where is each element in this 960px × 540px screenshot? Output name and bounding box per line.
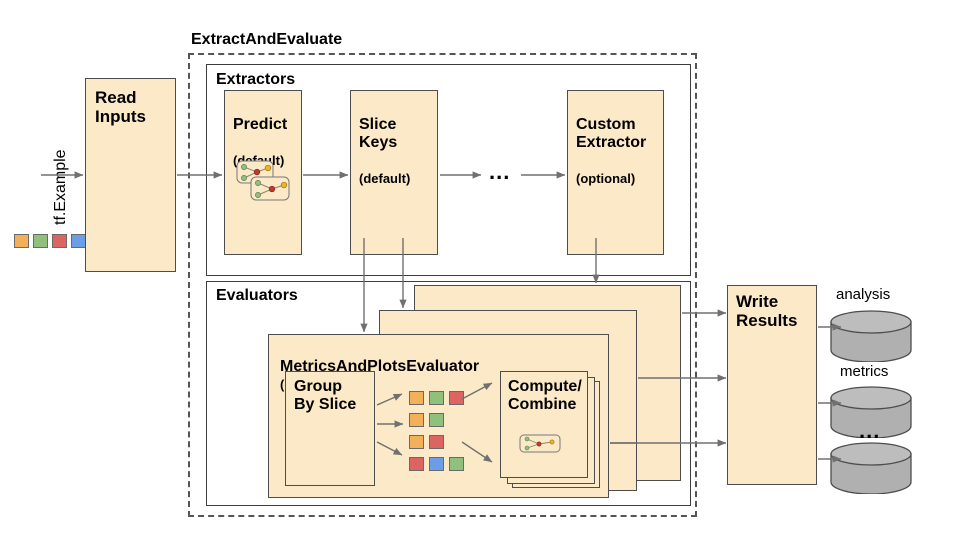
slice-swatch [429,413,444,427]
tf-example-swatches [14,234,86,248]
node-slice-keys-qualifier: (default) [359,170,411,186]
metric-graph-icon [519,434,561,453]
swatch-green [33,234,48,248]
group-evaluators-title: Evaluators [216,287,298,304]
swatch-red [52,234,67,248]
node-slice-keys-name: Slice Keys [359,115,398,151]
node-predict-name: Predict [233,115,288,133]
node-group-by-slice[interactable]: Group By Slice [285,371,375,486]
slice-swatch [449,391,464,405]
node-metrics-and-plots-evaluator[interactable]: MetricsAndPlotsEvaluator (default) Group… [268,334,609,498]
node-group-by-slice-label: Group By Slice [294,378,357,413]
node-custom-extractor-name: Custom Extractor [576,115,647,151]
group-extract-and-evaluate [188,53,697,517]
slice-swatch [449,457,464,471]
slice-swatch [409,413,424,427]
node-metrics-and-plots-evaluator-name: MetricsAndPlotsEvaluator [280,357,480,375]
metrics-store-icon [830,386,912,438]
node-write-results[interactable]: Write Results [727,285,817,485]
slice-swatch-grid [409,391,481,476]
slice-swatch [429,391,444,405]
node-read-inputs-label: Read Inputs [95,88,146,127]
input-label-tf-example: tf.Example [52,149,69,225]
slice-swatch [429,435,444,449]
output-label-metrics: metrics [840,363,889,380]
group-extractors-title: Extractors [216,71,296,88]
other-store-icon [830,442,912,494]
node-predict[interactable]: Predict (default) [224,90,302,255]
node-custom-extractor-qualifier: (optional) [576,170,636,186]
output-label-other: ... [859,418,881,443]
node-compute-combine[interactable]: Compute/ Combine [500,371,588,478]
swatch-orange [14,234,29,248]
slice-swatch [429,457,444,471]
slice-swatch [409,457,424,471]
swatch-blue [71,234,86,248]
output-label-analysis: analysis [836,286,891,303]
slice-swatch [409,391,424,405]
node-read-inputs[interactable]: Read Inputs [85,78,176,272]
node-write-results-label: Write Results [736,292,798,331]
model-graph-icon [236,160,290,201]
node-slice-keys-label: Slice Keys (default) [359,98,410,188]
slice-swatch [409,435,424,449]
node-compute-combine-label: Compute/ Combine [508,378,582,413]
node-custom-extractor[interactable]: Custom Extractor (optional) [567,90,664,255]
node-custom-extractor-label: Custom Extractor (optional) [576,98,646,188]
extractors-ellipsis: ... [489,159,511,184]
node-slice-keys[interactable]: Slice Keys (default) [350,90,438,255]
analysis-store-icon [830,310,912,362]
group-extract-and-evaluate-title: ExtractAndEvaluate [191,31,343,48]
